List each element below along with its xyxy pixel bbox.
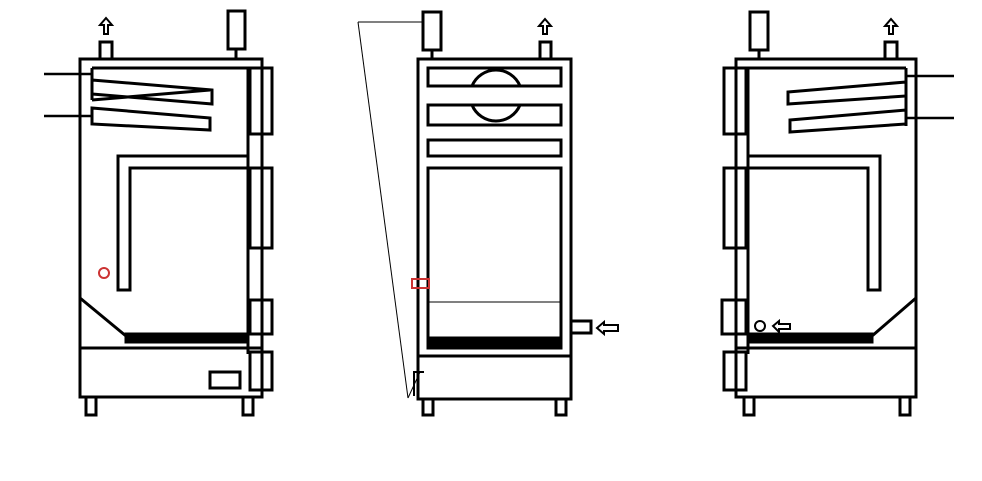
boiler-body bbox=[734, 57, 918, 399]
baffle-2 bbox=[90, 106, 212, 132]
tube-1 bbox=[426, 66, 563, 88]
side-panel-upper bbox=[722, 66, 748, 136]
side-panel-base bbox=[722, 350, 748, 392]
red-circle-marker bbox=[98, 267, 110, 279]
front-view bbox=[413, 10, 593, 417]
tube-3 bbox=[426, 138, 563, 158]
side-panel-upper bbox=[248, 66, 274, 136]
leg-right bbox=[554, 397, 568, 417]
baffle-1-bottom bbox=[91, 88, 211, 102]
up-arrow-icon bbox=[97, 16, 115, 35]
baffle-1 bbox=[90, 78, 214, 106]
heat-exchanger-channel bbox=[746, 66, 906, 292]
combustion-chamber bbox=[426, 166, 563, 350]
inspection-port-top bbox=[470, 68, 522, 87]
side-panel-middle bbox=[722, 166, 748, 250]
inspection-port-bottom bbox=[470, 104, 522, 123]
leg-left bbox=[421, 397, 435, 417]
leg-right bbox=[898, 395, 912, 417]
tube-2 bbox=[426, 103, 563, 127]
baffle-1 bbox=[786, 80, 908, 106]
ash-door bbox=[208, 370, 242, 390]
flue-outlet bbox=[883, 40, 899, 61]
boiler-body bbox=[78, 57, 264, 399]
left-side-view bbox=[44, 9, 274, 417]
red-rectangle-marker bbox=[411, 278, 430, 289]
chamber-slope bbox=[79, 296, 127, 338]
side-panel-base bbox=[248, 350, 274, 392]
inlet-pipe bbox=[569, 319, 593, 335]
boiler-body bbox=[416, 57, 573, 401]
baffle-2 bbox=[788, 108, 908, 134]
chamber-slope bbox=[871, 296, 917, 338]
leg-left bbox=[742, 395, 756, 417]
left-arrow-icon bbox=[595, 319, 619, 337]
flue-outlet bbox=[98, 40, 114, 61]
leg-left bbox=[84, 395, 98, 417]
side-panel-lower bbox=[248, 298, 274, 336]
grate bbox=[124, 332, 250, 344]
up-arrow-icon bbox=[536, 17, 554, 35]
lever-bracket bbox=[413, 371, 424, 396]
flue-outlet bbox=[538, 40, 553, 61]
left-arrow-icon bbox=[771, 318, 791, 335]
leg-right bbox=[241, 395, 255, 417]
side-panel-middle bbox=[248, 166, 274, 250]
right-side-view bbox=[720, 10, 954, 417]
sensor-circle bbox=[754, 320, 766, 332]
grate bbox=[426, 336, 563, 348]
heat-exchanger-channel bbox=[92, 66, 250, 292]
side-panel-lower bbox=[720, 298, 748, 336]
grate bbox=[746, 332, 874, 344]
control-rod bbox=[357, 21, 423, 399]
up-arrow-icon bbox=[882, 17, 900, 35]
